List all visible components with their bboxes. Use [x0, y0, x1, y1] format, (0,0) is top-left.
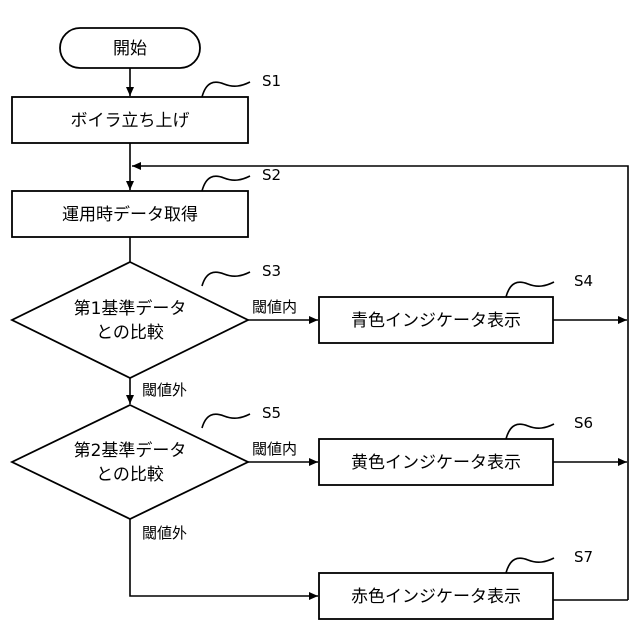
acquire-data-label: 運用時データ取得: [62, 204, 198, 225]
compare1-label-line1: 第1基準データ: [74, 298, 187, 319]
s2-leader: [202, 176, 250, 191]
compare2-label-line1: 第2基準データ: [74, 440, 187, 461]
yellow-indicator-label: 黄色インジケータ表示: [351, 453, 521, 473]
outside-threshold-label-2: 閾値外: [142, 524, 187, 542]
step-label-s4: S4: [574, 272, 593, 290]
step-label-s2: S2: [262, 166, 281, 184]
s5-leader: [202, 414, 250, 428]
step-label-s1: S1: [262, 72, 281, 90]
within-threshold-label-1: 閾値内: [252, 298, 297, 316]
start-label: 開始: [113, 39, 147, 59]
compare2-decision: [12, 405, 248, 519]
step-label-s3: S3: [262, 262, 281, 280]
step-label-s7: S7: [574, 548, 593, 566]
compare2-label-line2: との比較: [96, 465, 164, 485]
step-label-s6: S6: [574, 414, 593, 432]
boiler-startup-label: ボイラ立ち上げ: [71, 111, 190, 131]
step-label-s5: S5: [262, 404, 281, 422]
compare1-decision: [12, 262, 248, 378]
s7-leader: [506, 558, 554, 573]
s3-leader: [202, 272, 250, 286]
s1-leader: [202, 82, 250, 97]
red-indicator-label: 赤色インジケータ表示: [351, 587, 521, 607]
blue-indicator-label: 青色インジケータ表示: [351, 311, 521, 331]
compare1-label-line2: との比較: [96, 323, 164, 343]
outside-threshold-label-1: 閾値外: [142, 381, 187, 399]
within-threshold-label-2: 閾値内: [252, 440, 297, 458]
s4-leader: [506, 282, 554, 297]
s6-leader: [506, 424, 554, 439]
